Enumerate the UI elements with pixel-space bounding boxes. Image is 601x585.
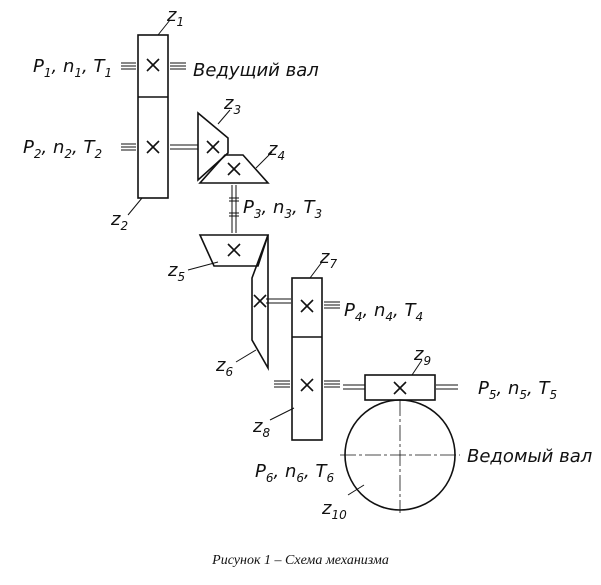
shaft-mark-z2-left	[121, 143, 136, 151]
cross-mark-z8	[300, 378, 314, 392]
cross-mark-z5	[227, 243, 241, 257]
gear-z7-z8-body	[291, 277, 323, 441]
label-z3: z3	[223, 93, 241, 117]
label-driving-shaft: Ведущий вал	[193, 60, 319, 81]
label-shaft1-params: P1, n1, T1	[33, 56, 112, 80]
label-shaft5-params: P5, n5, T5	[478, 378, 557, 402]
cross-mark-z2	[146, 140, 160, 154]
bevel-gear-z3	[197, 111, 229, 182]
shaft-z6-z7	[266, 298, 291, 304]
label-shaft4-params: P4, n4, T4	[344, 300, 423, 324]
label-driven-shaft: Ведомый вал	[467, 446, 592, 467]
label-shaft3-params: P3, n3, T3	[243, 197, 322, 221]
label-z2: z2	[110, 209, 128, 233]
cross-mark-z7	[300, 299, 314, 313]
bevel-gear-z5	[198, 234, 270, 267]
gear-z1-z2-body	[137, 34, 169, 199]
label-z9: z9	[413, 344, 431, 368]
bevel-gear-z6	[251, 234, 269, 372]
label-shaft6-params: P6, n6, T6	[255, 461, 334, 485]
shaft-z9-right	[436, 384, 458, 390]
shaft-z9-left	[343, 384, 365, 390]
shaft-mark-z1-right	[170, 62, 186, 70]
cross-mark-z3	[206, 140, 220, 154]
leader-lines	[127, 19, 423, 496]
figure-caption: Рисунок 1 – Схема механизма	[212, 553, 389, 568]
cross-mark-z4	[227, 162, 241, 176]
shaft-mark-z7-right	[324, 301, 340, 309]
label-z10: z10	[321, 498, 347, 522]
bevel-gear-z4	[198, 154, 270, 184]
label-z8: z8	[252, 416, 270, 440]
shaft-mark-z1-left	[121, 62, 136, 70]
label-z7: z7	[319, 247, 337, 271]
label-z1: z1	[166, 5, 184, 29]
shaft-z2-z3	[170, 144, 198, 150]
shaft-mark-z8-left	[274, 380, 290, 388]
shaft-z4-z5	[229, 185, 239, 233]
label-shaft2-params: P2, n2, T2	[23, 137, 102, 161]
cross-mark-z9	[393, 381, 407, 395]
label-z6: z6	[215, 355, 233, 379]
shaft-mark-z8-right	[324, 380, 340, 388]
label-z5: z5	[167, 260, 185, 284]
cross-mark-z1	[146, 58, 160, 72]
label-z4: z4	[267, 139, 285, 163]
cross-mark-z6	[253, 294, 267, 308]
